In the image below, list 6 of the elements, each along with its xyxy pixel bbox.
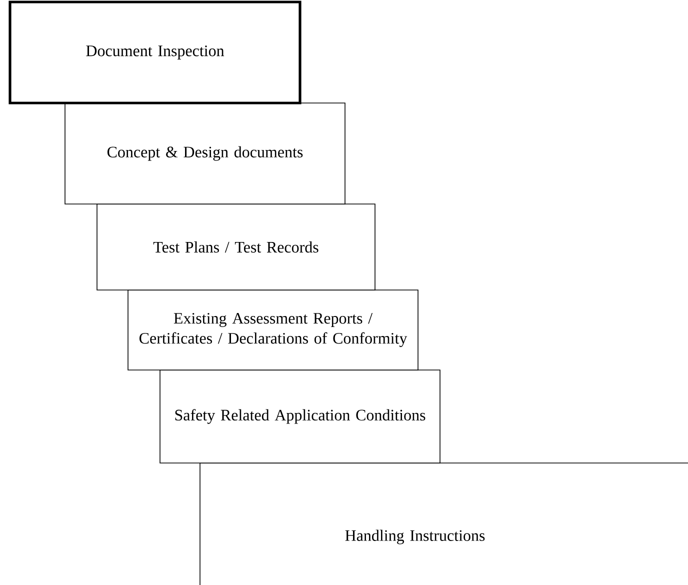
step-box: Test Plans / Test Records: [96, 204, 376, 290]
step-box: Existing Assessment Reports / Certificates / Declarations of Conformity: [128, 290, 418, 370]
step-box: Document Inspection: [8, 0, 302, 104]
step-box: Concept & Design documents: [64, 102, 346, 204]
step-box: Handling Instructions: [200, 462, 688, 585]
step-box: Safety Related Application Conditions: [160, 370, 440, 464]
